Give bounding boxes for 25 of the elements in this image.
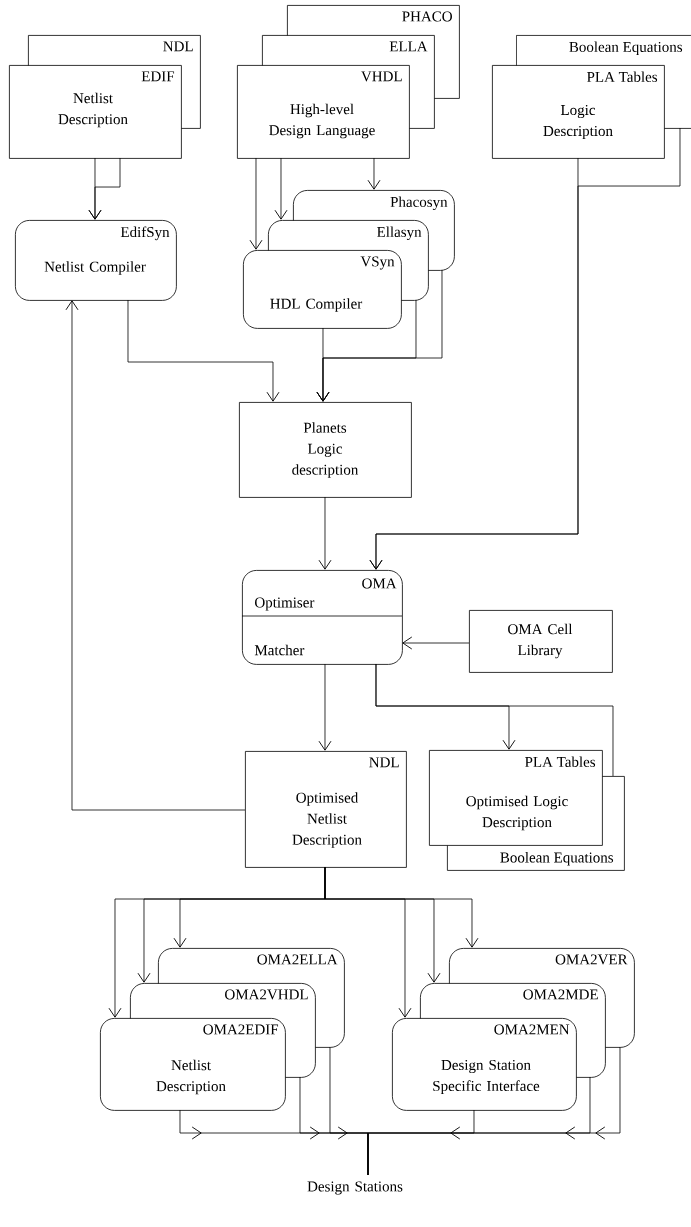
card-box: NDL Optimised Netlist Description: [245, 751, 407, 868]
text-label: Design Stations: [307, 1181, 403, 1195]
arrow: [316, 269, 443, 402]
arrow: [249, 157, 263, 250]
arrow: [274, 157, 288, 220]
arrow: [367, 157, 381, 190]
rounded-box: OMA2MEN Design Station Specific Interface: [392, 1018, 577, 1111]
process-box: OMA Cell Library: [469, 610, 613, 673]
process-box: Planets Logic description: [239, 402, 412, 498]
arrow: [88, 157, 121, 220]
arrow: [127, 299, 280, 402]
rounded-box: EdifSyn Netlist Compiler: [15, 220, 177, 301]
arrow: [369, 127, 681, 570]
arrow: [318, 663, 332, 751]
arrow: [65, 300, 246, 811]
card-box: PLA Tables Optimised Logic Description: [429, 750, 603, 846]
card-box: PLA Tables Logic Description: [492, 65, 665, 159]
split-box: OMA Optimiser Matcher: [241, 570, 403, 665]
card-box: EDIF Netlist Description: [9, 65, 182, 159]
rounded-box: OMA2EDIF Netlist Description: [100, 1018, 286, 1111]
arrow: [324, 866, 412, 1018]
arrow: [318, 496, 332, 570]
arrow: [402, 636, 470, 650]
card-box: VHDL High-level Design Language: [237, 65, 410, 159]
rounded-box: VSyn HDL Compiler: [243, 250, 402, 329]
